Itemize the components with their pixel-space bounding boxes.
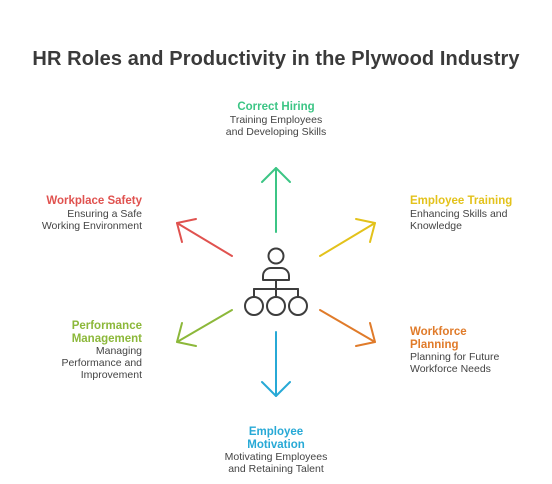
node-description-line: Enhancing Skills and [410,207,508,220]
node-correct-hiring: Correct Hiring Training Employees and De… [196,101,356,138]
node-description-line: Working Environment [41,219,142,232]
node-description-line: Motivating Employees [224,451,328,463]
node-description-line: Knowledge [410,219,462,232]
arrow-workforce-planning [319,309,376,347]
page-title: HR Roles and Productivity in the Plywood… [32,48,520,70]
node-employee-training: Employee Training Enhancing Skills and K… [410,195,550,232]
node-description-line: Training Employees [229,113,323,126]
node-employee-motivation: Employee Motivation Motivating Employees… [196,426,356,475]
arrow-employee-training [319,218,376,257]
node-heading: Workforce [410,326,467,338]
node-description-line: Planning for Future [410,351,500,363]
node-heading: Planning [410,338,459,351]
node-description-line: Improvement [80,369,142,381]
node-description-line: Performance and [61,357,142,369]
node-performance-management: Performance Management Managing Performa… [2,320,142,381]
node-description-line: Workforce Needs [410,363,491,375]
node-heading: Employee [248,426,304,438]
arrow-workplace-safety [176,218,233,257]
node-heading: Motivation [247,438,305,451]
node-description-line: and Developing Skills [225,125,327,138]
organization-hierarchy-icon [244,247,308,316]
node-workforce-planning: Workforce Planning Planning for Future W… [410,326,550,375]
node-description-line: and Retaining Talent [228,463,324,475]
arrow-employee-motivation [261,331,291,397]
node-heading: Employee Training [410,195,513,207]
node-workplace-safety: Workplace Safety Ensuring a Safe Working… [2,195,142,232]
arrow-performance-management [176,309,233,347]
node-heading: Performance [71,320,142,332]
node-heading: Management [71,332,142,345]
node-description-line: Ensuring a Safe [67,207,142,220]
node-description-line: Managing [95,345,142,357]
node-heading: Correct Hiring [237,101,315,113]
arrow-correct-hiring [261,167,291,233]
node-heading: Workplace Safety [46,195,142,207]
